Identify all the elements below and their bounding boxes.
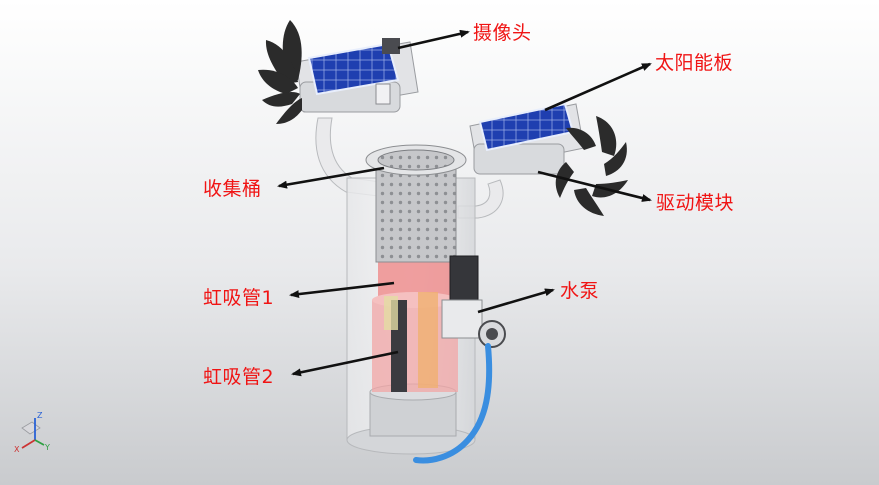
label-water-pump: 水泵: [560, 280, 600, 302]
axis-y-label: Y: [44, 443, 50, 452]
arrow-siphon-tube-1: [289, 281, 395, 299]
label-collection-bucket: 收集桶: [203, 178, 262, 200]
label-solar-panel: 太阳能板: [655, 52, 734, 74]
right-solar-unit: [469, 102, 628, 216]
label-siphon-tube-1: 虹吸管1: [203, 287, 275, 309]
axis-triad: Z X Y: [14, 411, 50, 454]
arrow-collection-bucket: [277, 166, 385, 189]
arrow-drive-module: [537, 170, 652, 202]
axis-x-label: X: [14, 445, 20, 454]
camera-body: [382, 38, 400, 54]
arrow-siphon-tube-2: [291, 350, 399, 377]
left-fan-blades: [258, 20, 302, 124]
arrow-camera: [397, 29, 470, 50]
collection-bucket-body: [365, 144, 467, 263]
leader-arrows: [277, 29, 652, 377]
arrow-solar-panel: [544, 62, 652, 112]
axis-z-label: Z: [37, 411, 43, 420]
label-siphon-tube-2: 虹吸管2: [203, 366, 275, 388]
arrow-water-pump: [477, 288, 555, 314]
siphon-tube-1-body: [384, 292, 438, 388]
label-drive-module: 驱动模块: [656, 192, 735, 214]
label-camera: 摄像头: [473, 22, 532, 44]
water-pump-body: [441, 255, 506, 348]
water-hose: [413, 343, 493, 464]
left-solar-unit: [258, 20, 419, 124]
